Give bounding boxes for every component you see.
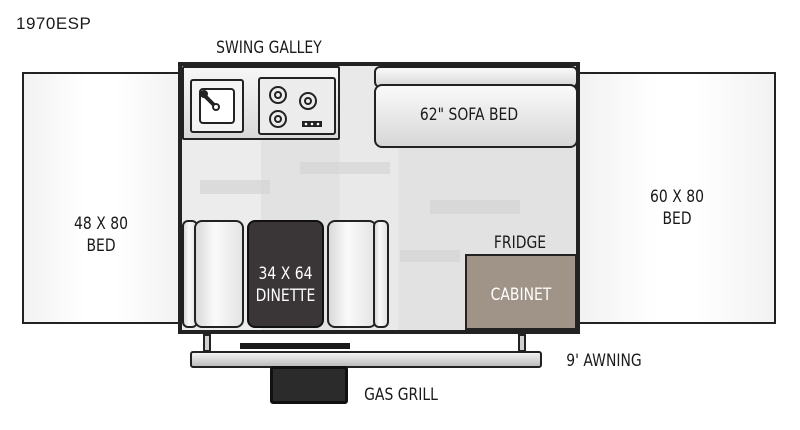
awning-bracket-right xyxy=(518,334,526,352)
cabinet xyxy=(465,254,577,330)
awning-bracket-left xyxy=(203,334,211,352)
floor-texture xyxy=(430,200,520,214)
right-bed-label: BED xyxy=(662,209,692,229)
dinette-label: DINETTE xyxy=(255,286,316,306)
dinette-seat-right-back xyxy=(373,220,389,328)
stove xyxy=(258,77,336,135)
left-bed-label: BED xyxy=(86,236,116,256)
model-name: 1970ESP xyxy=(16,14,92,33)
left-bed xyxy=(22,72,180,324)
dinette-table xyxy=(247,220,324,328)
floor-texture xyxy=(200,180,270,194)
awning-label: 9' AWNING xyxy=(566,351,642,371)
sink xyxy=(190,79,244,133)
fridge-label: FRIDGE xyxy=(493,233,547,253)
right-bed-size-label: 60 X 80 xyxy=(650,187,704,207)
right-bed xyxy=(578,72,776,324)
dinette-seat-left xyxy=(194,220,244,328)
gas-grill-label: GAS GRILL xyxy=(364,385,438,405)
gas-grill xyxy=(270,366,348,404)
floor-texture xyxy=(400,250,460,262)
left-bed-size-label: 48 X 80 xyxy=(74,214,128,234)
grill-rail xyxy=(240,343,350,349)
sofa-bed xyxy=(374,84,578,148)
floor-texture xyxy=(300,162,390,174)
faucet-icon xyxy=(199,88,235,124)
cabinet-label: CABINET xyxy=(490,285,552,305)
dinette-size-label: 34 X 64 xyxy=(258,264,313,284)
sofa-bed-label: 62" SOFA BED xyxy=(419,105,519,125)
awning-roll xyxy=(190,351,542,368)
galley-label: SWING GALLEY xyxy=(216,38,322,58)
dinette-seat-right xyxy=(327,220,377,328)
burner-icons xyxy=(269,86,322,128)
